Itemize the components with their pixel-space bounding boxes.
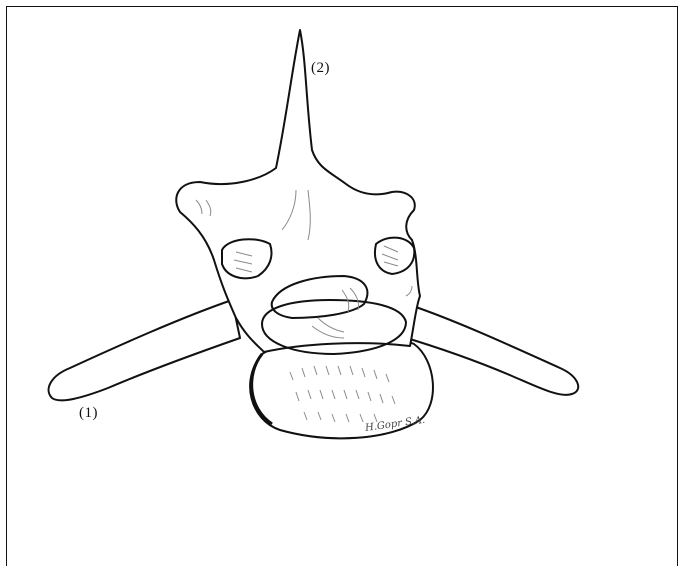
spinous-process-label: (2) [311, 60, 330, 77]
transverse-process-label: (1) [79, 405, 98, 422]
left-transverse-process [49, 300, 240, 400]
